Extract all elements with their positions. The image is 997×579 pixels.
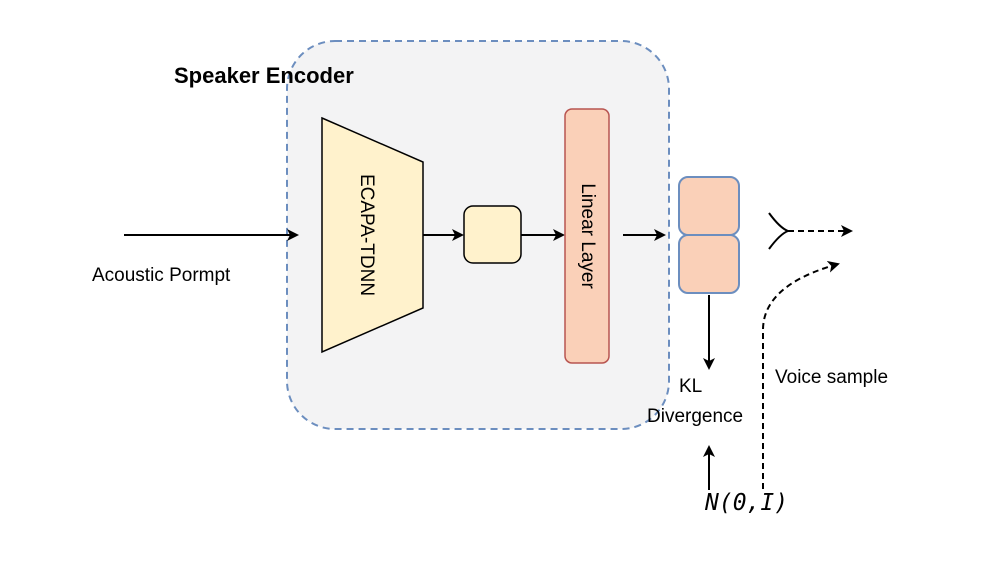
latent-mean-block xyxy=(678,176,740,236)
linear-layer-block xyxy=(564,108,610,364)
voice-sample-arrow xyxy=(762,260,840,489)
ecapa-tdnn-label: ECAPA-TDNN xyxy=(356,174,377,296)
linear-layer-label: Linear Layer xyxy=(577,183,598,289)
voice-sample-label: Voice sample xyxy=(775,367,888,388)
acoustic-prompt-label: Acoustic Pormpt xyxy=(92,265,231,286)
divergence-label: Divergence xyxy=(647,406,743,427)
speaker-encoder-title: Speaker Encoder xyxy=(174,63,354,88)
prior-label: N(0,I) xyxy=(704,490,788,516)
embedding-block xyxy=(463,205,522,264)
ecapa-tdnn-block xyxy=(321,116,424,354)
combine-symbol xyxy=(768,212,791,250)
latent-variance-block xyxy=(678,234,740,294)
kl-label: KL xyxy=(679,376,702,397)
